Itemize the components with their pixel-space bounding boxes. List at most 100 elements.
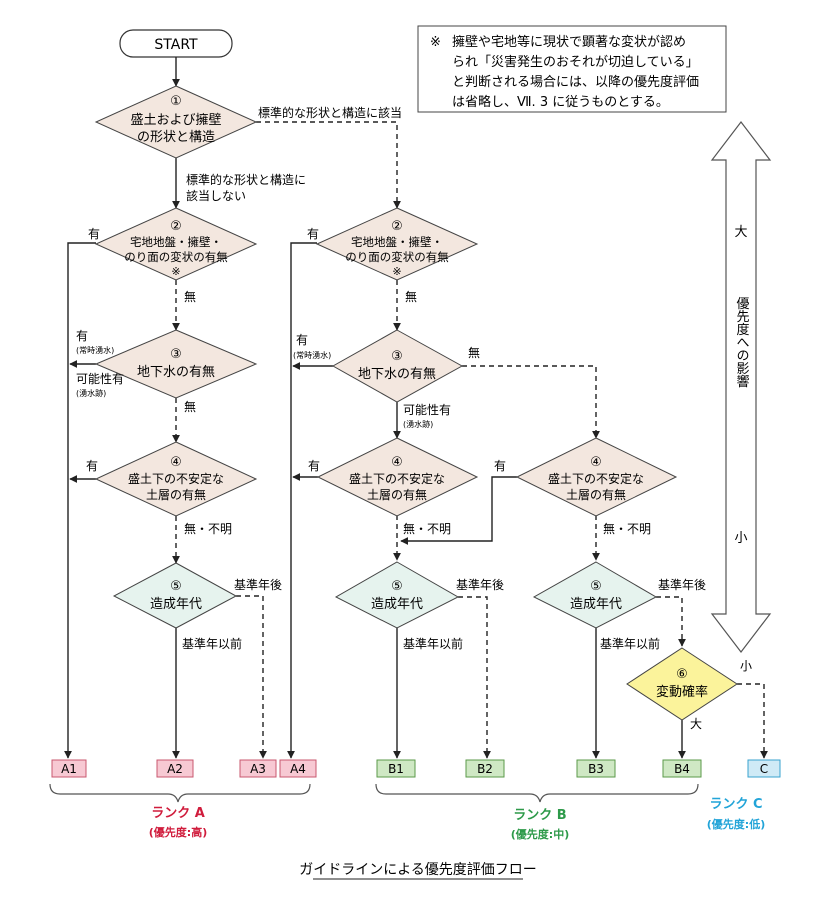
result-boxes: A1 A2 A3 A4 B1 B2 B3 B4 bbox=[51, 759, 781, 778]
q4l-line-1: 盛土下の不安定な bbox=[128, 471, 224, 486]
decision-q3-left: ③ 地下水の有無 bbox=[94, 329, 258, 399]
rank-a-title: ランク A bbox=[151, 806, 205, 821]
q4m-line-1: 盛土下の不安定な bbox=[349, 471, 445, 486]
label-q4l-none: 無・不明 bbox=[184, 521, 232, 536]
decision-q2-middle: ② 宅地地盤・擁壁・ のり面の変状の有無 ※ bbox=[315, 207, 479, 281]
label-q2l-no: 無 bbox=[184, 289, 196, 304]
q3m-line-1: 地下水の有無 bbox=[358, 367, 436, 382]
priority-scale-arrow: 大 優先度への影響 小 bbox=[710, 121, 772, 653]
result-b3: B3 bbox=[576, 759, 616, 778]
decision-q1: ① 盛土および擁壁 の形状と構造 bbox=[94, 85, 258, 159]
figure-caption: ガイドラインによる優先度評価フロー bbox=[299, 862, 537, 880]
label-q4m-yes: 有 bbox=[308, 459, 320, 473]
q1-line-1: 盛土および擁壁 bbox=[130, 113, 221, 128]
label-q3l-no: 無 bbox=[184, 399, 196, 414]
q5m-line-1: 造成年代 bbox=[371, 597, 423, 612]
edge-q6-small bbox=[737, 683, 768, 759]
label-q3l-yes: 有 bbox=[76, 329, 88, 343]
decision-q1-shape bbox=[94, 85, 258, 159]
q5l-num: ⑤ bbox=[170, 579, 182, 594]
decision-q3-middle: ③ 地下水の有無 bbox=[331, 329, 464, 403]
q3l-num: ③ bbox=[170, 347, 182, 362]
decision-q5-middle: ⑤ 造成年代 bbox=[334, 561, 460, 629]
q2m-num: ② bbox=[391, 219, 403, 234]
note-line-1: 擁壁や宅地等に現状で顕著な変状が認め bbox=[452, 34, 686, 50]
decision-q5-right: ⑤ 造成年代 bbox=[532, 561, 658, 629]
brace-rank-a bbox=[49, 783, 311, 803]
q4r-line-1: 盛土下の不安定な bbox=[548, 471, 644, 486]
result-b1: B1 bbox=[376, 759, 416, 778]
result-b3-label: B3 bbox=[588, 762, 604, 776]
scale-mid-label: 優先度への影響 bbox=[734, 297, 750, 388]
result-b4-label: B4 bbox=[674, 762, 690, 776]
q4m-num: ④ bbox=[391, 455, 403, 470]
result-a1: A1 bbox=[51, 759, 87, 778]
label-q5m-before: 基準年以前 bbox=[403, 636, 463, 651]
label-q6-large: 大 bbox=[690, 717, 702, 731]
scale-top-label: 大 bbox=[734, 225, 747, 240]
label-nonstandard-2: 該当しない bbox=[186, 188, 246, 203]
label-q2m-no: 無 bbox=[405, 289, 417, 304]
q2m-line-3: ※ bbox=[392, 265, 401, 278]
label-q5l-before: 基準年以前 bbox=[182, 636, 242, 651]
label-q4r-yes: 有 bbox=[494, 459, 506, 473]
q3m-num: ③ bbox=[391, 349, 403, 364]
q3l-line-1: 地下水の有無 bbox=[137, 365, 215, 380]
q4l-num: ④ bbox=[170, 455, 182, 470]
label-q5m-after: 基準年後 bbox=[456, 577, 504, 592]
label-q4m-none: 無・不明 bbox=[403, 521, 451, 536]
q2l-line-2: のり面の変状の有無 bbox=[124, 250, 228, 264]
edge-q4r-yes bbox=[400, 476, 517, 545]
label-q5r-before: 基準年以前 bbox=[600, 636, 660, 651]
result-b2-label: B2 bbox=[477, 762, 493, 776]
edge-labels: 標準的な形状と構造に該当 標準的な形状と構造に 該当しない 有 無 有 (常時湧… bbox=[76, 105, 752, 731]
result-a1-label: A1 bbox=[61, 762, 77, 776]
decision-q4-left: ④ 盛土下の不安定な 土層の有無 bbox=[94, 441, 258, 517]
q6-num: ⑥ bbox=[676, 667, 688, 682]
rank-a-sub: (優先度:高) bbox=[149, 825, 207, 839]
decision-q2-left: ② 宅地地盤・擁壁・ のり面の変状の有無 ※ bbox=[94, 207, 258, 281]
label-q4l-yes: 有 bbox=[86, 459, 98, 473]
result-b1-label: B1 bbox=[388, 762, 404, 776]
result-a3: A3 bbox=[239, 759, 277, 778]
note-line-3: と判断される場合には、以降の優先度評価 bbox=[452, 74, 699, 90]
edge-q5r-after bbox=[656, 596, 686, 647]
label-nonstandard-1: 標準的な形状と構造に bbox=[186, 172, 306, 187]
q2m-line-2: のり面の変状の有無 bbox=[345, 250, 449, 264]
note-box: ※ 擁壁や宅地等に現状で顕著な変状が認め られ「災害発生のおそれが切迫している」… bbox=[417, 25, 727, 113]
q2l-num: ② bbox=[170, 219, 182, 234]
q4r-line-2: 土層の有無 bbox=[566, 487, 626, 502]
q5m-num: ⑤ bbox=[391, 579, 403, 594]
result-a2-label: A2 bbox=[167, 762, 183, 776]
start-label: START bbox=[154, 37, 198, 53]
label-q3m-yes-sub: (常時湧水) bbox=[293, 350, 331, 360]
label-standard: 標準的な形状と構造に該当 bbox=[258, 105, 402, 120]
label-q3m-possible: 可能性有 bbox=[403, 403, 451, 417]
note-mark: ※ bbox=[430, 35, 441, 50]
q2l-line-1: 宅地地盤・擁壁・ bbox=[130, 235, 222, 249]
result-a2: A2 bbox=[156, 759, 194, 778]
label-q6-small: 小 bbox=[740, 659, 752, 673]
q5l-line-1: 造成年代 bbox=[150, 597, 202, 612]
q6-line-1: 変動確率 bbox=[656, 684, 708, 700]
rank-braces bbox=[49, 783, 699, 803]
edge-q5m-after bbox=[458, 596, 491, 759]
label-q2m-yes: 有 bbox=[307, 227, 319, 241]
q1-num: ① bbox=[170, 94, 182, 109]
result-a4-label: A4 bbox=[290, 762, 306, 776]
edges bbox=[64, 57, 768, 759]
edge-q2l-yes bbox=[64, 242, 96, 759]
start-node: START bbox=[119, 29, 233, 58]
label-q3l-yes-sub: (常時湧水) bbox=[76, 345, 114, 355]
result-b2: B2 bbox=[465, 759, 505, 778]
label-q5r-after: 基準年後 bbox=[658, 577, 706, 592]
edge-q5l-after bbox=[236, 595, 267, 759]
brace-rank-b bbox=[375, 783, 699, 803]
rank-labels: ランク A (優先度:高) ランク B (優先度:中) ランク C (優先度:低… bbox=[149, 797, 765, 841]
scale-bottom-label: 小 bbox=[734, 531, 747, 546]
rank-c-sub: (優先度:低) bbox=[707, 817, 765, 831]
edge-q2m-yes bbox=[287, 242, 317, 759]
edge-q3m-none bbox=[462, 365, 600, 439]
label-q3m-yes: 有 bbox=[296, 333, 308, 347]
result-a3-label: A3 bbox=[250, 762, 266, 776]
